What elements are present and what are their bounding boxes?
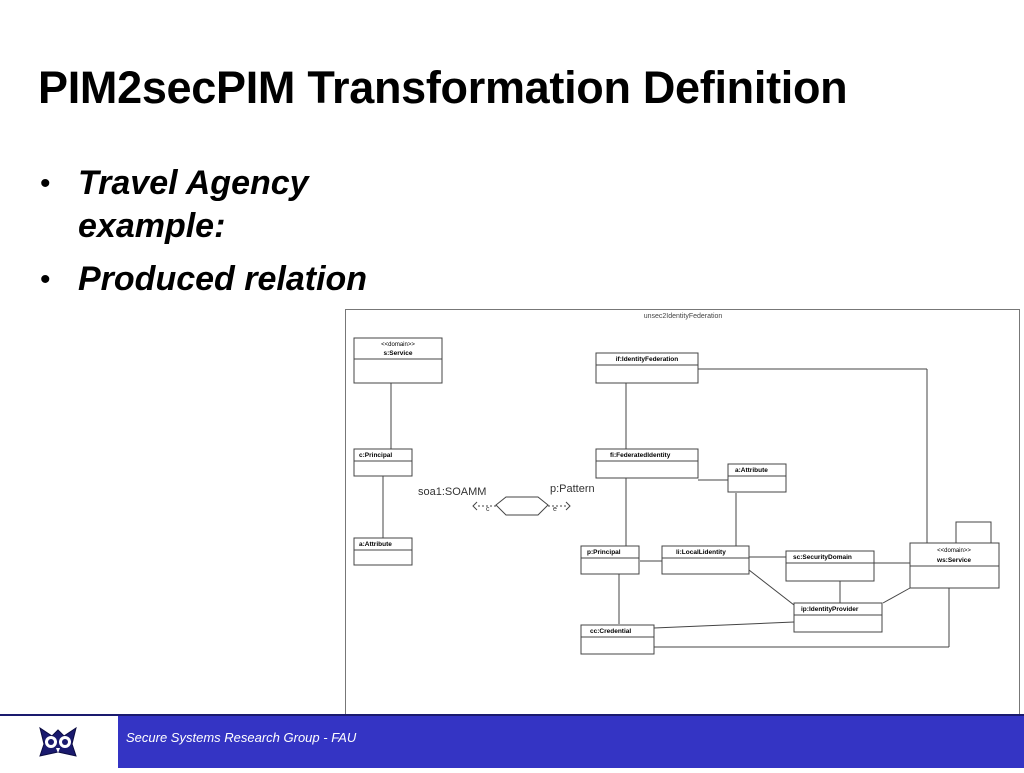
class-name: cc:Credential <box>590 628 631 635</box>
pattern-right-role: e <box>553 506 557 513</box>
class-box-a-attribute-left: a:Attribute <box>353 537 413 566</box>
class-name: li:LocalLidentity <box>676 549 726 556</box>
class-box-if-identity-federation: if:IdentityFederation <box>595 352 699 384</box>
class-box-c-principal: c:Principal <box>353 448 413 477</box>
class-box-ip-identity-provider: ip:IdentityProvider <box>793 602 883 633</box>
bullet-item-travel-agency: • Travel Agency example: <box>38 162 438 248</box>
pattern-connector: soa1:SOAMM p:Pattern c e <box>418 483 595 516</box>
pattern-right-label: p:Pattern <box>550 483 595 495</box>
stereotype-label: <<domain>> <box>381 342 415 348</box>
uml-diagram: unsec2IdentityFederation <box>345 309 1020 729</box>
bullet-dot-icon: • <box>40 167 51 200</box>
class-name: c:Principal <box>359 452 392 459</box>
slide-title: PIM2secPIM Transformation Definition <box>38 62 848 113</box>
class-name: ip:IdentityProvider <box>801 606 859 613</box>
bullet-dot-icon: • <box>40 263 51 296</box>
class-box-a-attribute-right: a:Attribute <box>727 463 787 493</box>
diagram-frame-title: unsec2IdentityFederation <box>644 313 723 320</box>
class-name: if:IdentityFederation <box>616 356 679 363</box>
class-name: a:Attribute <box>735 467 768 474</box>
bullet-list: • Travel Agency example: • Produced rela… <box>38 162 438 311</box>
class-box-p-principal: p:Principal <box>580 545 640 575</box>
class-name: a:Attribute <box>359 541 392 548</box>
class-box-sc-security-domain: sc:SecurityDomain <box>785 550 875 582</box>
stereotype-label: <<domain>> <box>937 548 971 554</box>
class-name: s:Service <box>384 350 413 357</box>
class-name: fi:FederatedIdentity <box>610 452 671 459</box>
footer-text: Secure Systems Research Group - FAU <box>126 730 357 745</box>
class-name: ws:Service <box>936 557 971 564</box>
uml-diagram-canvas: unsec2IdentityFederation <box>353 313 1000 655</box>
footer-bar: Secure Systems Research Group - FAU <box>0 714 1024 768</box>
pattern-hexagon-icon <box>495 496 549 516</box>
class-name: sc:SecurityDomain <box>793 554 852 561</box>
owl-logo-icon <box>39 726 77 757</box>
bullet-text: Travel Agency example: <box>78 164 309 245</box>
class-box-li-local-identity: li:LocalLidentity <box>661 545 750 575</box>
class-box-cc-credential: cc:Credential <box>580 624 655 655</box>
class-box-ws-service: <<domain>> ws:Service <box>909 542 1000 589</box>
bullet-text: Produced relation <box>78 260 368 298</box>
pattern-left-role: c <box>486 506 490 513</box>
pattern-left-label: soa1:SOAMM <box>418 486 486 498</box>
bullet-item-produced-relation: • Produced relation <box>38 258 438 301</box>
class-name: p:Principal <box>587 549 621 556</box>
footer-logo <box>0 716 118 768</box>
arrow-right-icon <box>565 501 571 511</box>
arrow-left-icon <box>472 501 478 511</box>
class-box-s-service: <<domain>> s:Service <box>353 337 443 384</box>
class-box-fi-federated-identity: fi:FederatedIdentity <box>595 448 699 479</box>
